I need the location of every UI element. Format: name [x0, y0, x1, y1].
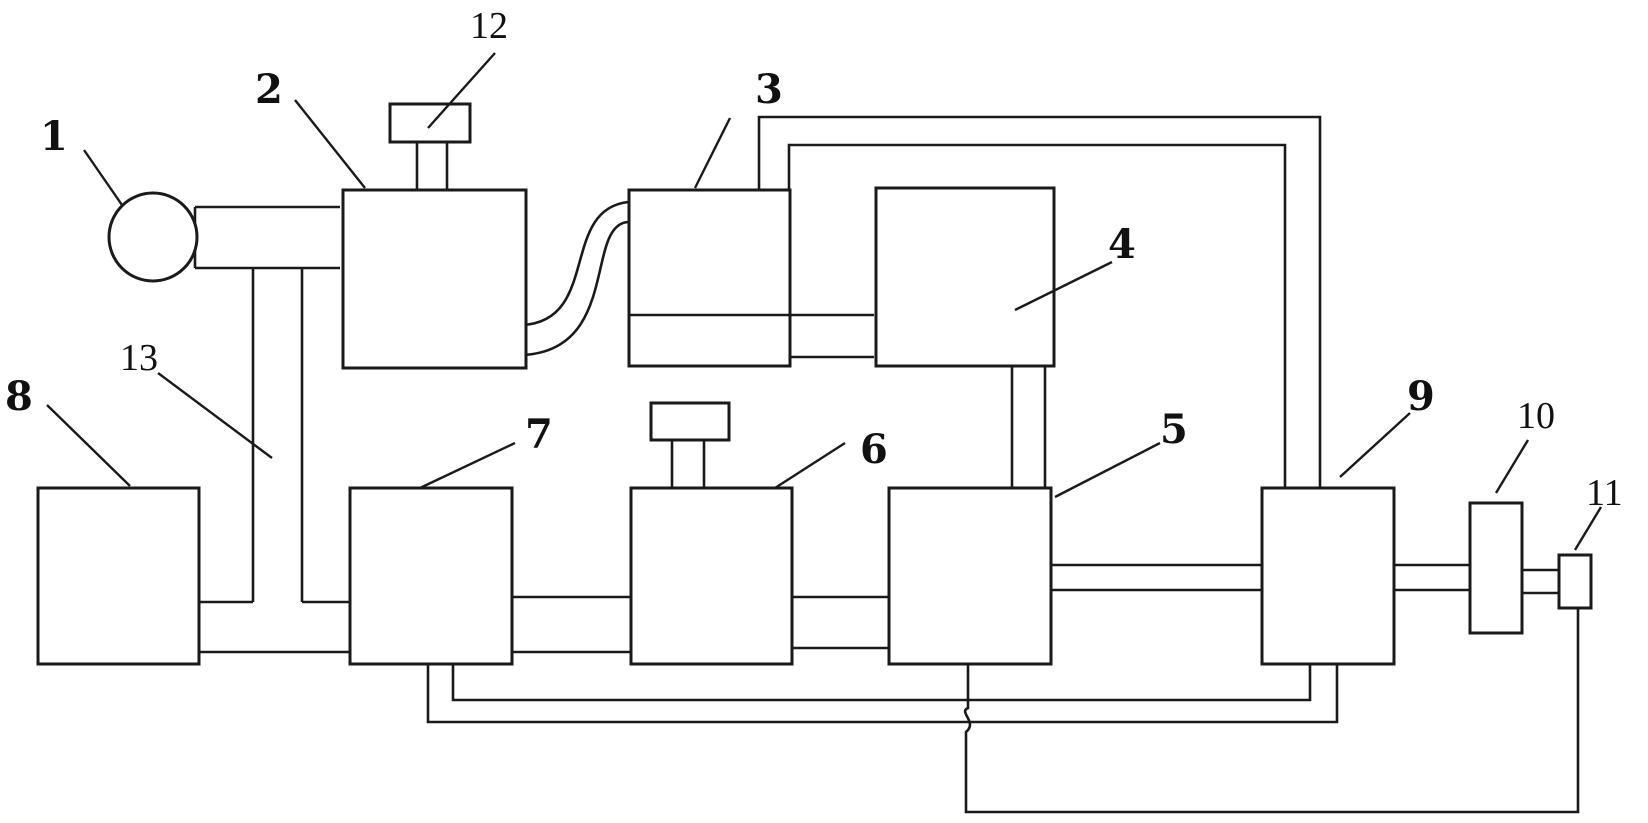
pipe-6-to-5 — [792, 595, 888, 650]
label-3: 3 — [755, 66, 783, 113]
pipe-3-to-9 — [757, 115, 1322, 488]
components — [36, 102, 1593, 666]
leader-4 — [1014, 260, 1113, 312]
pipe-3-to-4 — [788, 313, 874, 359]
leader-5 — [1054, 441, 1161, 499]
label-12: 12 — [470, 5, 508, 47]
leader-6 — [774, 441, 846, 490]
pipe-10-to-11 — [1522, 568, 1559, 595]
label-11: 11 — [1586, 472, 1623, 514]
pipe-8-to-7 — [198, 600, 350, 654]
label-7: 7 — [525, 411, 553, 458]
component-10-box — [1468, 501, 1524, 635]
label-9: 9 — [1407, 373, 1435, 420]
pipe-2-to-3 — [522, 200, 629, 357]
label-5: 5 — [1160, 406, 1188, 453]
pipe-13 — [251, 268, 304, 602]
leader-3 — [693, 117, 732, 189]
leader-7 — [419, 441, 516, 490]
leader-10 — [1494, 439, 1530, 494]
pipe-6-stem — [670, 440, 706, 490]
component-6-top-box — [649, 401, 731, 442]
pipe-9-to-10 — [1394, 563, 1470, 592]
pipe-7-to-6 — [512, 595, 630, 654]
component-11-box — [1557, 553, 1593, 610]
pipe-5-to-9 — [1051, 563, 1262, 592]
leader-13 — [157, 372, 273, 459]
component-8-box — [36, 486, 201, 666]
leader-lines — [46, 52, 1603, 551]
label-10: 10 — [1517, 395, 1555, 437]
component-1-circle — [107, 191, 199, 283]
label-4: 4 — [1108, 221, 1136, 268]
component-4-box — [874, 186, 1056, 368]
label-1: 1 — [40, 113, 68, 160]
leader-12 — [427, 52, 496, 129]
component-9-box — [1260, 486, 1396, 666]
leader-2 — [294, 99, 366, 189]
leader-8 — [46, 404, 131, 487]
leader-9 — [1339, 412, 1411, 478]
pipe-4-to-5 — [1010, 366, 1047, 488]
component-5-box — [887, 486, 1053, 666]
pipe-12-stem — [415, 142, 449, 190]
label-6: 6 — [860, 426, 888, 473]
component-12-box — [388, 102, 472, 144]
label-8: 8 — [5, 373, 33, 420]
connections — [193, 115, 1580, 814]
component-6-box — [629, 486, 794, 666]
pipe-5-to-11 — [963, 608, 1580, 814]
pipe-7-to-9 — [426, 663, 1339, 724]
leader-11 — [1573, 506, 1603, 551]
label-2: 2 — [255, 66, 283, 113]
pipe-1-to-2 — [193, 205, 340, 270]
component-2-box — [341, 188, 528, 370]
component-7-box — [348, 486, 514, 666]
component-3-box — [627, 188, 792, 368]
labels: 1 2 3 4 5 6 7 8 9 10 11 12 13 — [5, 5, 1623, 514]
leader-1 — [83, 149, 123, 206]
label-13: 13 — [120, 337, 158, 379]
